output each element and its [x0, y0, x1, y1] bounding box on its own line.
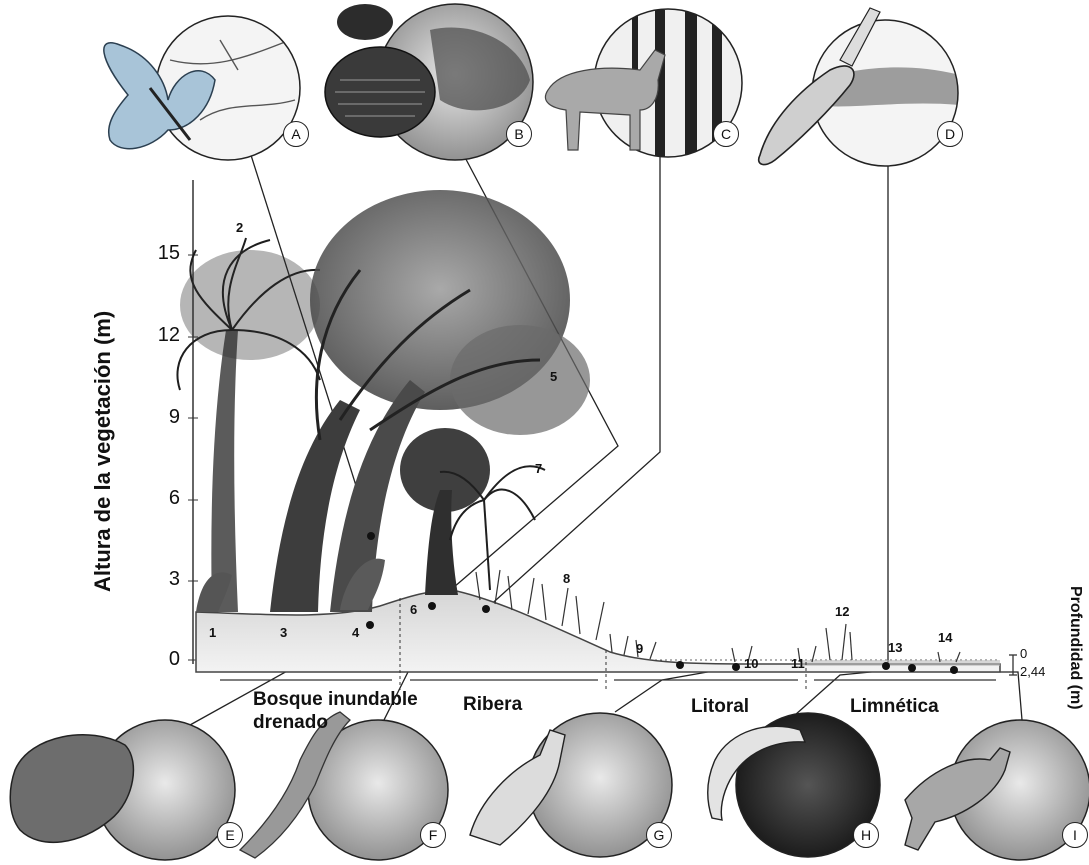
panel-letter-g: G: [646, 822, 672, 848]
y-tick-12: 12: [140, 324, 180, 347]
panel-letter-h: H: [853, 822, 879, 848]
panel-b-beetle: [325, 4, 533, 160]
panel-letter-c: C: [713, 121, 739, 147]
species-number-10: 10: [744, 656, 758, 671]
species-number-9: 9: [636, 641, 643, 656]
species-number-8: 8: [563, 571, 570, 586]
depth-axis-label: Profundidad (m): [1066, 586, 1084, 710]
y-tick-0: 0: [140, 648, 180, 671]
water-surface: [800, 660, 1000, 666]
y-tick-15: 15: [140, 242, 180, 265]
depth-bottom-value: 2,44: [1020, 664, 1045, 679]
species-number-11: 11: [791, 656, 805, 671]
species-number-7: 7: [535, 461, 542, 476]
species-number-14: 14: [938, 630, 952, 645]
zone-label-litoral: Litoral: [691, 696, 749, 718]
zone-label-bosque-line2: drenado: [253, 712, 328, 734]
zone-label-ribera: Ribera: [463, 694, 522, 716]
panel-letter-i: I: [1062, 822, 1088, 848]
species-number-1: 1: [209, 625, 216, 640]
panel-f-snake: [240, 712, 448, 860]
species-number-2: 2: [236, 220, 243, 235]
tree-6: [400, 428, 490, 595]
species-number-13: 13: [888, 640, 902, 655]
panel-d-mussel: [759, 8, 960, 166]
panel-e-frog: [10, 720, 235, 860]
y-tick-9: 9: [140, 406, 180, 429]
species-number-12: 12: [835, 604, 849, 619]
y-axis: [188, 180, 198, 664]
panel-letter-b: B: [506, 121, 532, 147]
zone-label-bosque-line1: Bosque inundable: [253, 689, 418, 711]
y-axis-label: Altura de la vegetación (m): [90, 311, 116, 592]
zone-label-limnetica: Limnética: [850, 696, 939, 718]
y-tick-6: 6: [140, 487, 180, 510]
panel-a-butterfly: [104, 16, 300, 160]
aquatic-plants-10-14: [732, 624, 960, 662]
depth-top-value: 0: [1020, 646, 1027, 661]
panel-letter-f: F: [420, 822, 446, 848]
panel-letter-a: A: [283, 121, 309, 147]
panel-letter-e: E: [217, 822, 243, 848]
species-number-6: 6: [410, 602, 417, 617]
species-number-5: 5: [550, 369, 557, 384]
panel-i-fish: [905, 720, 1089, 860]
species-number-4: 4: [352, 625, 359, 640]
panel-letter-d: D: [937, 121, 963, 147]
y-tick-3: 3: [140, 568, 180, 591]
panel-g-bird: [470, 713, 672, 857]
species-number-3: 3: [280, 625, 287, 640]
